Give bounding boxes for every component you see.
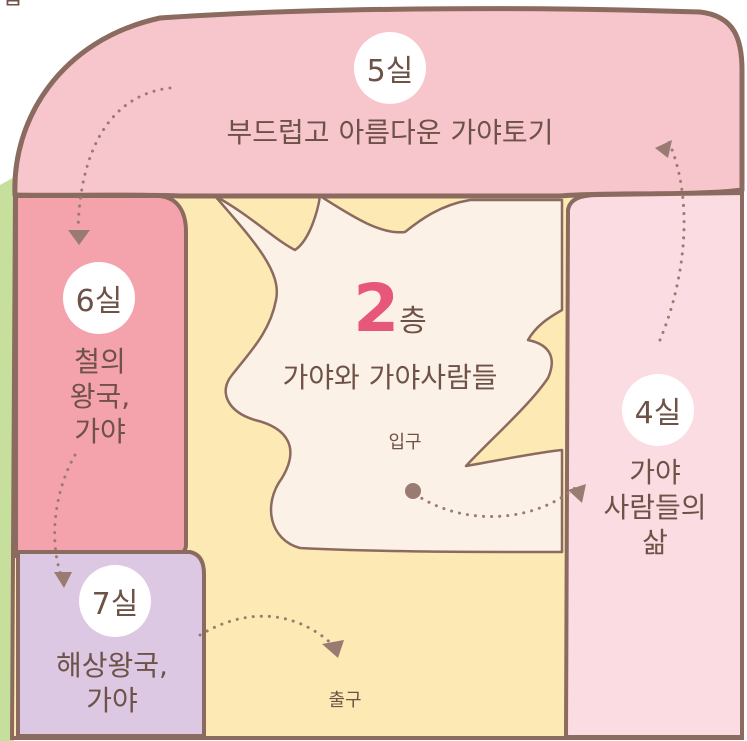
arrow-6-to-7 <box>53 453 77 580</box>
room-5-badge: 5실 <box>354 32 426 104</box>
arrowhead-5 <box>655 140 672 158</box>
arrowhead-6 <box>68 230 90 245</box>
flow-arrows <box>53 86 686 650</box>
room-4-area <box>563 190 744 739</box>
floor-title: 가야와 가야사람들 <box>282 361 498 394</box>
center-hall <box>213 194 564 554</box>
arrow-7-to-exit <box>198 614 338 650</box>
room-6-title: 철의 왕국, 가야 <box>20 344 180 449</box>
room-5-title: 부드럽고 아름다운 가야토기 <box>226 116 554 149</box>
room-6-title-line-2: 왕국, <box>69 380 131 413</box>
floor-number: 2 <box>353 270 400 347</box>
room-4-title-line-1: 가야 <box>629 456 681 489</box>
arrow-heads <box>54 140 672 658</box>
corner-label: 십 <box>2 0 22 12</box>
arrowhead-7 <box>54 572 72 588</box>
room-7-title: 해상왕국, 가야 <box>22 648 202 718</box>
entrance-dot <box>405 483 421 499</box>
arrow-4-to-5 <box>658 138 686 342</box>
room-7-title-line-1: 해상왕국, <box>56 649 168 682</box>
exit-label: 출구 <box>328 690 362 711</box>
room-4-title-line-2: 사람들의 <box>603 491 707 524</box>
entrance-label: 입구 <box>388 432 422 453</box>
room-4-title-line-3: 삶 <box>642 526 668 559</box>
room-7-badge: 7실 <box>79 565 151 637</box>
floor-label: 2층 <box>330 268 450 351</box>
room-6-title-line-3: 가야 <box>74 415 126 448</box>
room-7-title-line-2: 가야 <box>86 684 138 717</box>
arrowhead-4 <box>568 484 586 503</box>
room-4-badge: 4실 <box>622 374 694 446</box>
room-4-title: 가야 사람들의 삶 <box>570 455 740 560</box>
room-6-badge: 6실 <box>63 262 135 334</box>
room-7-area <box>16 550 206 738</box>
room-6-title-line-1: 철의 <box>74 345 126 378</box>
floor-suffix: 층 <box>399 304 427 339</box>
arrowhead-exit <box>322 640 344 658</box>
